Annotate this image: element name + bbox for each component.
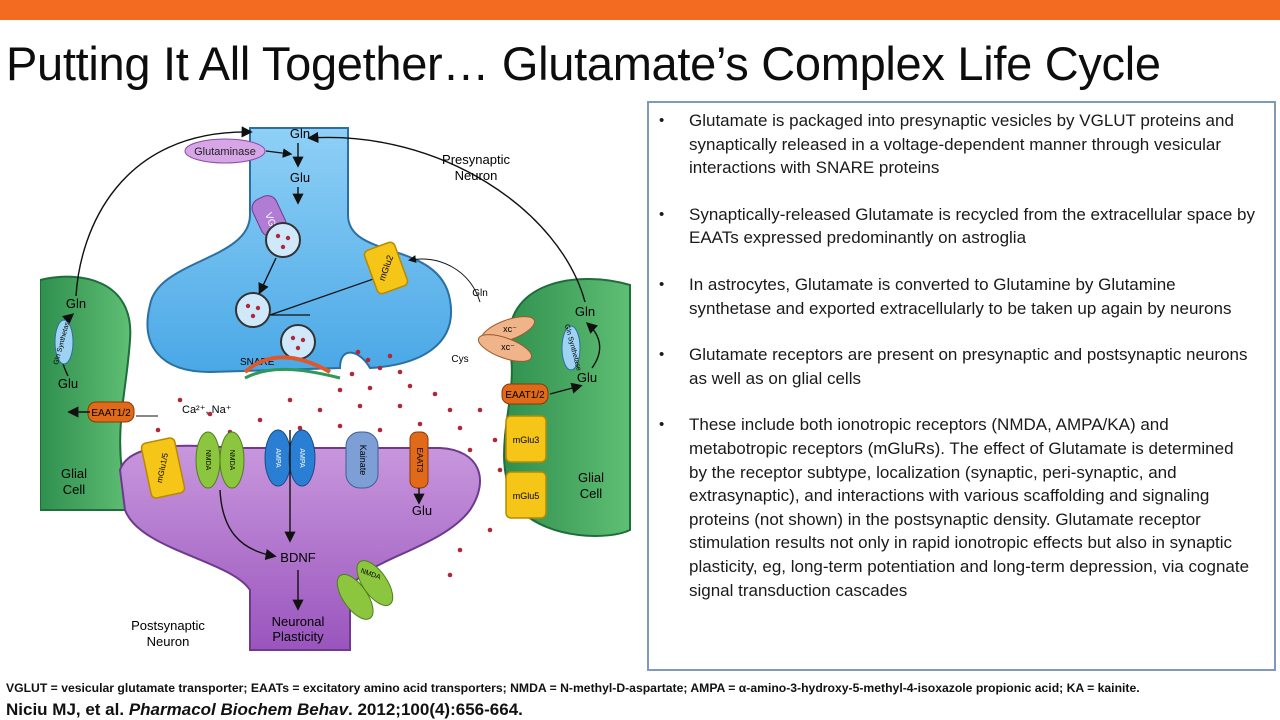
xc-transporter-2 [477,334,533,362]
mglu3-label: mGlu3 [513,435,540,445]
glial-left-label-2: Cell [63,482,86,497]
bdnf-label: BDNF [280,550,315,565]
glial-right-label-1: Glial [578,470,604,485]
ampa-receptor [264,429,316,487]
kainate-receptor [345,431,379,489]
vesicle [280,324,316,360]
title-accent-bar [0,0,1280,20]
vesicle [235,292,271,328]
bullet-item: Synaptically-released Glutamate is recyc… [659,203,1256,250]
abbreviations-footnote: VGLUT = vesicular glutamate transporter;… [6,681,1140,695]
citation-journal: Pharmacol Biochem Behav [128,700,349,719]
xc-label-1: xc⁻ [503,324,517,334]
eaat12-left-label: EAAT1/2 [91,408,131,419]
bullet-item: In astrocytes, Glutamate is converted to… [659,273,1256,320]
synaptic-glutamate-dots [155,349,503,578]
glu-glial-left: Glu [58,376,78,391]
mglu2-receptor [363,241,409,295]
nmda-label-2: NMDA [228,450,235,471]
postsynaptic-label-1: Postsynaptic [131,618,205,633]
glutaminase-label: Glutaminase [194,146,256,158]
eaat12-right [501,383,549,405]
slide-title: Putting It All Together… Glutamate’s Com… [6,37,1161,90]
nmda-receptor [195,431,245,489]
cys-label: Cys [451,354,468,365]
gln-xc-label: Gln [472,288,488,299]
snare-complex [243,355,331,374]
mglu5-receptor [505,471,547,519]
eaat12-right-label: EAAT1/2 [505,390,545,401]
extrasynaptic-nmda-receptor [336,560,394,620]
gln-synthetase-right [561,325,581,371]
mglu5-label: mGlu5 [513,491,540,501]
kainate-label: Kainate [358,445,368,476]
glu-glial-right: Glu [577,370,597,385]
glutaminase-enzyme [184,138,266,164]
eaat3-label: EAAT3 [415,448,424,473]
mglu3-receptor [505,415,547,463]
ampa-label-1: AMPA [274,448,281,468]
glutamate-cycle-diagram: Glutaminase Gln Glu VGluT mGlu2 SNARE C [40,126,631,651]
ions-label: Ca²⁺, Na⁺ [182,404,232,416]
gln-glial-right: Gln [575,304,595,319]
citation-authors: Niciu MJ, et al. [6,700,125,719]
citation: Niciu MJ, et al. Pharmacol Biochem Behav… [6,700,523,720]
neuronal-plasticity-label-2: Plasticity [272,629,324,644]
vesicle-glutamate-dots [245,233,306,351]
vesicle [265,222,301,258]
glu-postsynaptic: Glu [412,503,432,518]
glu-presynaptic: Glu [290,170,310,185]
presynaptic-label-2: Neuron [455,168,498,183]
glial-left-label-1: Glial [61,466,87,481]
citation-details: . 2012;100(4):656-664. [348,700,523,719]
presynaptic-label-1: Presynaptic [442,152,510,167]
xc-label-2: xc⁻ [501,342,515,352]
nmda-label-1: NMDA [204,450,211,471]
glial-right-label-2: Cell [580,486,603,501]
bullet-points-box: Glutamate is packaged into presynaptic v… [647,101,1276,671]
ampa-label-2: AMPA [298,448,305,468]
gln-glial-left: Gln [66,296,86,311]
postsynaptic-label-2: Neuron [147,634,190,649]
mglu15-receptor [140,437,186,499]
gln-presynaptic: Gln [290,126,310,141]
neuronal-plasticity-label-1: Neuronal [272,614,325,629]
bullet-item: Glutamate is packaged into presynaptic v… [659,109,1256,180]
gln-synthetase-left [54,319,74,365]
bullet-list: Glutamate is packaged into presynaptic v… [649,103,1274,602]
bullet-item: Glutamate receptors are present on presy… [659,343,1256,390]
bullet-item: These include both ionotropic receptors … [659,413,1256,602]
